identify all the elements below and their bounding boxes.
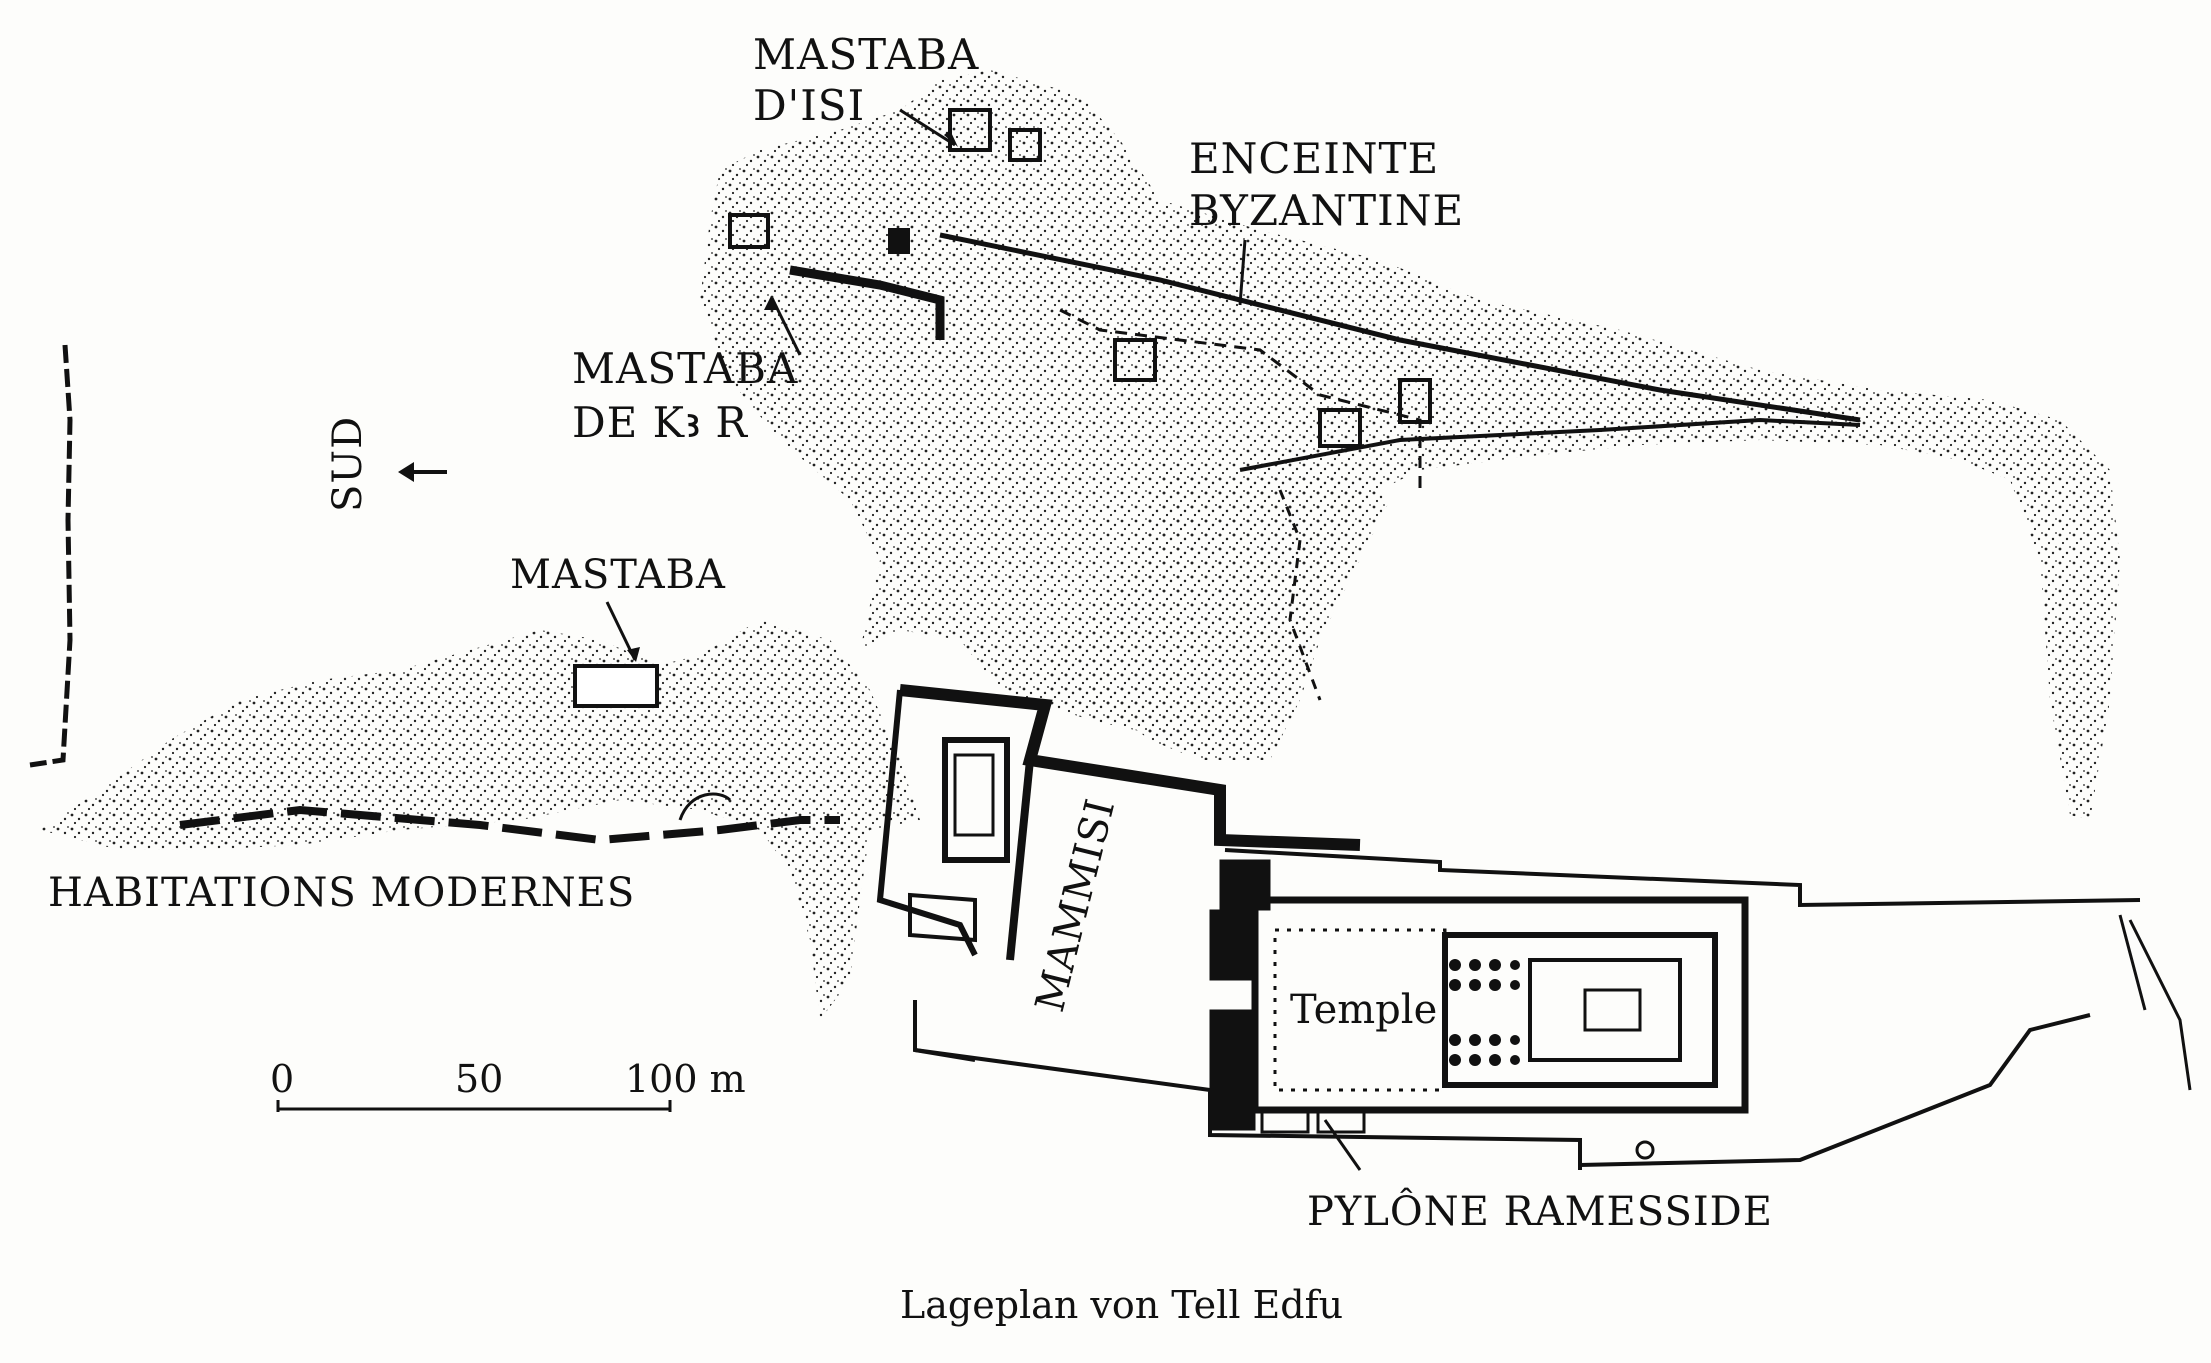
mastaba-disi-arrow bbox=[899, 108, 956, 147]
label-pylone-ramesside: PYLÔNE RAMESSIDE bbox=[1307, 1189, 1773, 1235]
mastaba-kar-arrow-head bbox=[764, 296, 778, 310]
mastaba-rect bbox=[573, 664, 659, 708]
label-mastaba-kar-1: MASTABA bbox=[572, 344, 799, 393]
scale-bar bbox=[276, 1100, 672, 1112]
enceinte-arrow bbox=[1238, 239, 1247, 306]
label-enceinte-1: ENCEINTE bbox=[1189, 134, 1440, 183]
label-mastaba-kar-2: DE Kꜣ R bbox=[572, 398, 748, 447]
mammisi-complex bbox=[876, 684, 1361, 1062]
scale-tick-0: 0 bbox=[270, 1057, 295, 1101]
scale-tick-50: 50 bbox=[455, 1057, 504, 1101]
label-mastaba-disi-2: D'ISI bbox=[753, 81, 866, 130]
label-enceinte-2: BYZANTINE bbox=[1189, 186, 1465, 235]
label-sud: SUD bbox=[325, 415, 371, 512]
map-caption: Lageplan von Tell Edfu bbox=[900, 1283, 1344, 1327]
label-mastaba: MASTABA bbox=[510, 552, 726, 598]
byzantine-enclosure bbox=[939, 232, 1861, 701]
temple-complex bbox=[914, 848, 2192, 1171]
west-boundary bbox=[29, 344, 73, 768]
label-habitations-modernes: HABITATIONS MODERNES bbox=[48, 870, 636, 916]
scale-tick-100: 100 m bbox=[625, 1057, 746, 1101]
mastaba-disi-arrow-head bbox=[944, 130, 958, 147]
label-temple: Temple bbox=[1290, 987, 1438, 1033]
sud-arrow-head bbox=[398, 462, 414, 482]
central-mound bbox=[1040, 470, 1390, 760]
mastaba-arrow-head bbox=[627, 647, 640, 662]
label-mastaba-disi-1: MASTABA bbox=[753, 30, 980, 79]
modern-housing bbox=[179, 805, 840, 845]
modern-housing-arc bbox=[678, 792, 732, 821]
mastaba-structures bbox=[728, 108, 1432, 448]
west-mound bbox=[40, 620, 920, 1020]
columns bbox=[1449, 959, 1520, 1066]
